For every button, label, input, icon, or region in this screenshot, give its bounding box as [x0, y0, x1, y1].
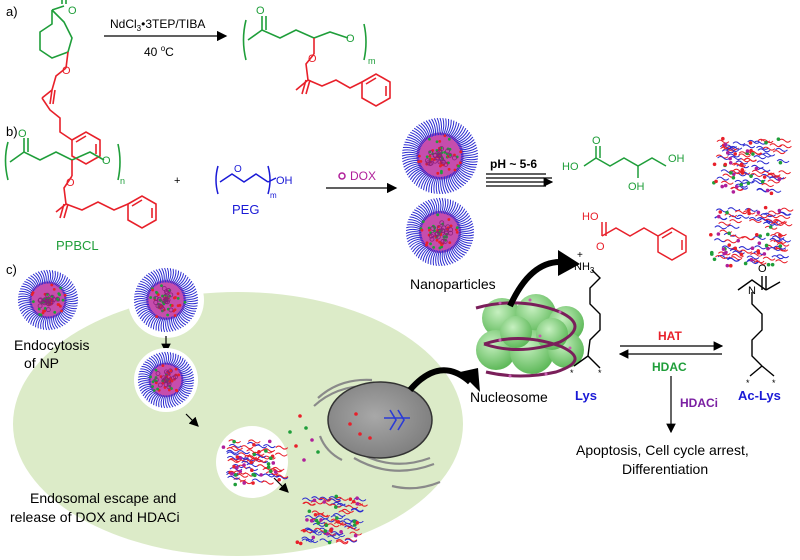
hydroxy-acid-product — [583, 146, 667, 178]
hat-label: HAT — [658, 329, 682, 343]
nucleosome-dna-dots — [498, 298, 572, 378]
nanoparticle-bottom — [405, 197, 475, 267]
arrow-head-nucleosome — [460, 368, 480, 392]
ac-lys-label: Ac-Lys — [738, 388, 781, 403]
peg-repeat-m: m — [270, 191, 277, 200]
endocytosis-line2: of NP — [24, 355, 59, 371]
aclys-star-right: * — [772, 378, 776, 388]
ppbcl-structure — [4, 138, 157, 229]
ppbcl-label: PPBCL — [56, 238, 99, 253]
product1-ho: HO — [562, 161, 579, 173]
ppbcl-repeat-n: n — [120, 176, 125, 186]
arrow-escape — [185, 413, 199, 427]
peg-oh: OH — [276, 175, 293, 187]
dox-dot-icon — [338, 172, 346, 180]
ppbcl-chain-o: O — [102, 155, 111, 167]
nanoparticle-entering — [133, 267, 199, 333]
lys-star-right: * — [598, 368, 602, 378]
hdaci-label: HDACi — [680, 396, 718, 410]
nanoparticle-disassembled — [295, 494, 368, 546]
peg-structure — [215, 165, 277, 195]
panel-c-label: c) — [6, 262, 17, 277]
repeat-unit-m: m — [368, 56, 376, 66]
cell — [13, 292, 463, 556]
temperature-label: 40 oC — [144, 44, 174, 59]
peg-oxygen: O — [234, 164, 242, 175]
arrow-head-lysine — [558, 250, 580, 276]
ring-oxygen: O — [68, 5, 77, 17]
hdac-label: HDAC — [652, 360, 687, 374]
lactone-monomer — [39, 0, 101, 165]
product1-oh-bottom: OH — [628, 181, 645, 193]
dna-glyph-icon — [384, 409, 410, 431]
released-drug-dots — [288, 414, 320, 462]
nanoparticles-label: Nanoparticles — [410, 276, 496, 292]
polymer-product-a — [242, 16, 391, 107]
product2-o: O — [596, 241, 605, 253]
nucleosome-dna-wrap — [475, 301, 577, 378]
ac-nitrogen: N — [748, 285, 756, 297]
arrow-release — [273, 477, 289, 493]
ester-oxygen-a: O — [308, 53, 317, 65]
peg-label: PEG — [232, 202, 259, 217]
arrow-to-lysine — [507, 259, 561, 308]
nh3-label: NH3 — [574, 261, 595, 275]
product1-o: O — [592, 135, 601, 147]
nuclear-dox-dots — [348, 412, 372, 440]
endocytosis-line1: Endocytosis — [14, 337, 89, 353]
ppbcl-carbonyl-o: O — [18, 128, 27, 140]
phenylbutyric-acid-product — [601, 222, 687, 261]
nucleosome-label: Nucleosome — [470, 389, 548, 405]
ester-oxygen: O — [62, 65, 71, 77]
panel-b-label: b) — [6, 124, 18, 139]
dox-label: DOX — [350, 169, 376, 183]
product1-oh-right: OH — [668, 153, 685, 165]
nanoparticle-top — [401, 117, 479, 195]
panel-a-label: a) — [6, 4, 18, 19]
outcome-line2: Differentiation — [622, 461, 708, 477]
catalyst-label: NdCl3•3TEP/TIBA — [110, 17, 205, 33]
lys-star-left: * — [570, 368, 574, 378]
lys-backbone — [573, 355, 601, 369]
dispersed-polymer-bottom — [709, 205, 794, 268]
plus-sign: + — [174, 175, 180, 187]
product2-ho: HO — [582, 211, 599, 223]
nanoparticle-endosome — [137, 351, 195, 409]
ph-label: pH ~ 5-6 — [490, 157, 537, 171]
ph-arrows — [486, 173, 554, 187]
endosomal-line2: release of DOX and HDACi — [10, 509, 180, 525]
endosomal-line1: Endosomal escape and — [30, 490, 176, 506]
aclys-star-left: * — [746, 378, 750, 388]
ppbcl-ester-o: O — [66, 177, 75, 189]
ac-oxygen: O — [758, 263, 767, 275]
arrow-to-nucleosome — [407, 367, 473, 392]
outcome-line1: Apoptosis, Cell cycle arrest, — [576, 442, 749, 458]
chain-oxygen-a: O — [346, 33, 355, 45]
lys-label: Lys — [575, 388, 597, 403]
nucleus — [327, 381, 433, 459]
carbonyl-oxygen-a: O — [256, 5, 265, 17]
lys-structure — [587, 269, 601, 357]
ac-lys-structure — [737, 276, 781, 377]
dispersed-polymer-top — [712, 136, 792, 196]
nh3-charge: + — [577, 250, 583, 261]
nanoparticle-releasing — [221, 439, 289, 487]
nanoparticle-outside — [17, 269, 79, 331]
